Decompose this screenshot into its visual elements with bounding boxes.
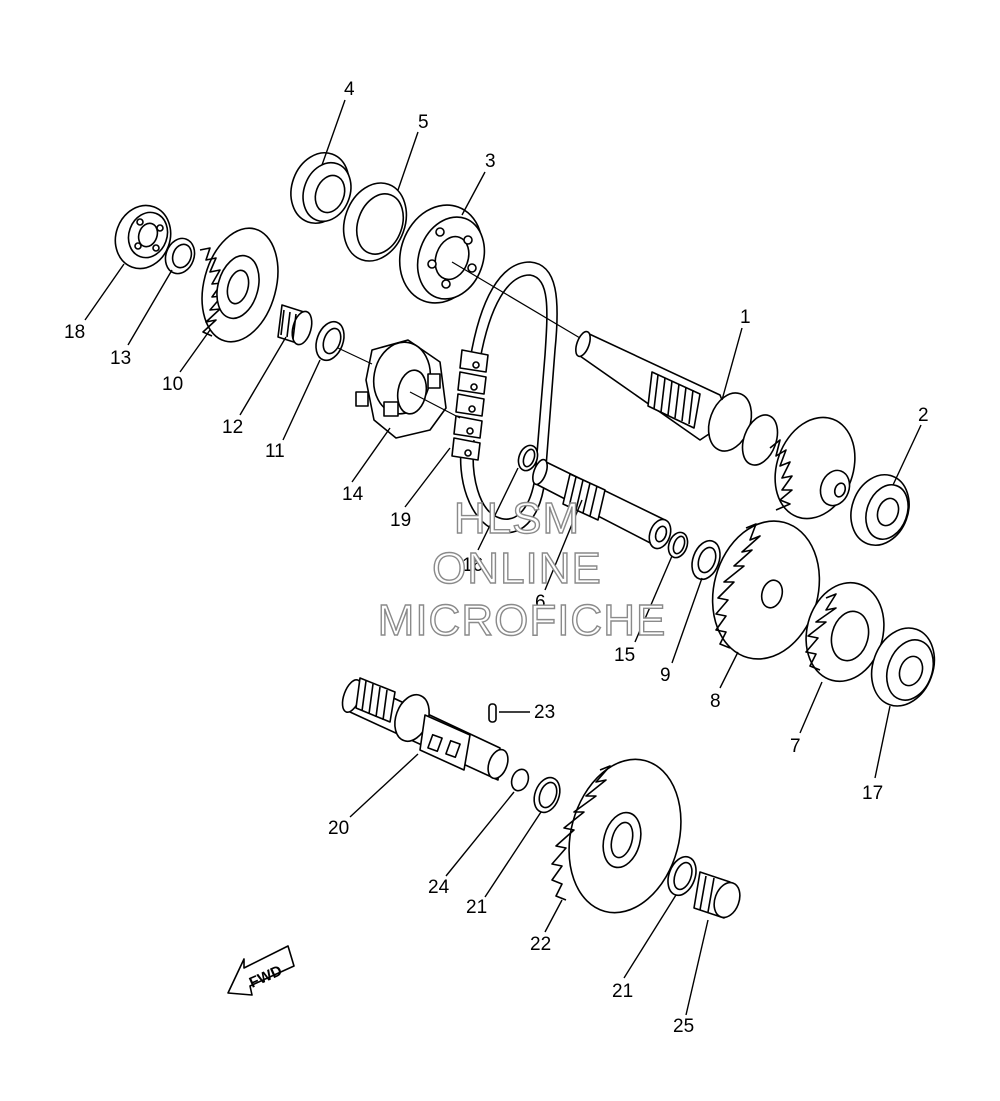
part-20-shaft: [339, 677, 512, 781]
part-8-large-gear: [698, 509, 835, 671]
part-11-washer: [311, 318, 349, 364]
callout-21-upper: 21: [466, 897, 487, 918]
assembly-center-lines: [337, 261, 581, 419]
callout-10: 10: [162, 374, 183, 395]
part-14-drive-dog: [356, 338, 446, 438]
part-21-circlip-lower: [663, 853, 701, 899]
callout-22: 22: [530, 934, 551, 955]
part-22-large-gear: [552, 747, 697, 926]
part-12-needle-bearing: [278, 305, 315, 347]
callout-4: 4: [344, 79, 355, 100]
part-13-washer: [161, 234, 200, 277]
callout-13: 13: [110, 348, 131, 369]
callout-2: 2: [918, 405, 929, 426]
watermark: HLSM ONLINE MICROFICHE: [377, 493, 667, 645]
part-17-bearing: [861, 619, 945, 715]
callout-12: 12: [222, 417, 243, 438]
part-6-shaft: [530, 458, 675, 552]
callout-21-lower: 21: [612, 981, 633, 1002]
part-16-o-ring: [515, 443, 541, 474]
part-19-chain: [452, 262, 557, 533]
watermark-line-3: MICROFICHE: [378, 596, 667, 645]
callout-19: 19: [390, 510, 411, 531]
watermark-line-2: ONLINE: [432, 544, 602, 593]
fwd-arrow-icon: [227, 945, 295, 996]
callout-25: 25: [673, 1016, 694, 1037]
callout-8: 8: [710, 691, 721, 712]
callout-20: 20: [328, 818, 349, 839]
part-1-main-axle: [573, 330, 869, 530]
part-4-seal: [281, 145, 358, 232]
part-21-circlip-upper: [530, 774, 565, 816]
part-24-clip: [509, 767, 532, 793]
callout-7: 7: [790, 736, 801, 757]
part-2-bearing: [841, 467, 918, 554]
callout-6: 6: [535, 592, 546, 613]
part-3-bearing: [386, 193, 495, 314]
part-10-gear: [190, 220, 290, 351]
callout-18: 18: [64, 322, 85, 343]
part-5-ring: [333, 174, 417, 270]
callout-14: 14: [342, 484, 364, 505]
watermark-line-1: HLSM: [454, 494, 580, 543]
part-18-bearing: [107, 198, 180, 277]
callout-9: 9: [660, 665, 671, 686]
callout-23: 23: [534, 702, 555, 723]
part-7-gear: [795, 574, 894, 690]
callout-3: 3: [485, 151, 496, 172]
part-9-washer: [687, 537, 725, 583]
callout-24: 24: [428, 877, 450, 898]
callout-16: 16: [462, 555, 483, 576]
callout-labels: 4 5 3 1 2 18 13 10 12 11 14 19 16 6 15 9…: [64, 79, 929, 1037]
part-15-o-ring: [665, 530, 691, 561]
callout-17: 17: [862, 783, 883, 804]
leader-lines: [84, 99, 922, 1016]
callout-5: 5: [418, 112, 429, 133]
part-25-needle-bearing: [694, 872, 744, 921]
part-23-pin: [489, 704, 496, 722]
callout-11: 11: [265, 441, 285, 462]
callout-15: 15: [614, 645, 635, 666]
callout-1: 1: [740, 307, 751, 328]
